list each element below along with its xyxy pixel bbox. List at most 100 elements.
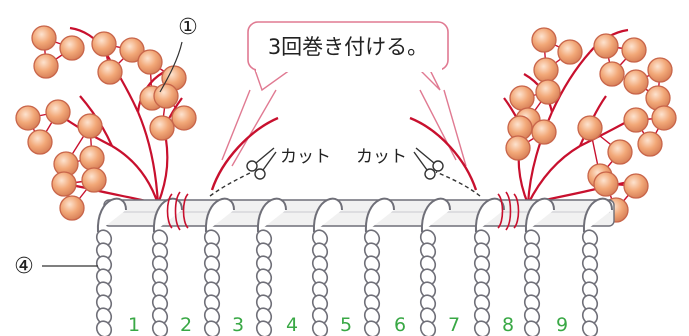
bead [557,39,583,65]
bead [15,105,41,131]
callout-text: 3回巻き付ける。 [268,35,428,59]
bead [505,135,531,161]
bead [77,113,103,139]
wraps-right [497,191,520,231]
cord-twist [581,320,599,336]
cord-number: 8 [502,314,514,336]
bead [531,119,557,145]
cord-twist [419,320,437,336]
cord-number: 7 [448,314,460,336]
bead-cluster [51,167,107,221]
bead [533,57,559,83]
scissors-icon [413,147,444,180]
bead [593,33,619,59]
cord-loop [96,197,127,233]
bead [577,115,603,141]
cord-loop [524,197,555,233]
cord-number: 4 [286,314,298,336]
bead-cluster [505,115,557,161]
cord-twist [95,320,113,336]
bead [531,27,557,53]
cord-twist [151,320,169,336]
cord [95,197,127,336]
cord-loop [256,197,287,233]
cord [311,197,343,336]
cord-loop [474,197,505,233]
bead [45,99,71,125]
bead [623,173,649,199]
bead [621,37,647,63]
cord-twist [523,320,541,336]
cord-number: 5 [340,314,352,336]
bead-cluster [149,83,197,141]
bead-clusters [15,25,677,223]
bead [171,105,197,131]
cut-threads [209,116,481,197]
marker-4: ④ [14,254,98,279]
wraps-left [166,191,189,231]
cord-number: 3 [232,314,244,336]
cord [363,197,395,336]
cord [203,197,235,336]
cord-numbers: 1 2 3 4 5 6 7 8 9 [128,314,568,336]
cord-number: 9 [556,314,568,336]
cord-loop [420,197,451,233]
bead [137,49,163,75]
marker-1-label: ① [178,15,198,40]
cord [151,197,183,336]
bead-cluster [623,57,673,111]
bead [149,115,175,141]
bead-cluster [623,105,677,157]
cord-number: 2 [180,314,192,336]
branch-stem [527,145,581,205]
cord-number: 1 [128,314,140,336]
branch-stem [111,145,160,205]
bead [623,107,649,133]
cord-twist [311,320,329,336]
cut-label-right: カット [356,147,407,167]
cords [95,197,613,336]
cord [581,197,613,336]
cord [419,197,451,336]
bead [119,37,145,63]
bead [535,79,561,105]
cord-twist [203,320,221,336]
bead [31,25,57,51]
bead-cluster [531,27,583,83]
bead [623,69,649,95]
bead [33,53,59,79]
cord-loop [204,197,235,233]
bead [153,83,179,109]
marker-1: ① [159,15,198,93]
branch-stem [136,111,160,205]
bead [647,57,673,83]
bead [97,59,123,85]
scissors-icon [246,147,277,180]
branch-stem [550,51,591,113]
cord-number: 6 [394,314,406,336]
bead [593,171,619,197]
bead [51,171,77,197]
bead-cluster [593,33,647,87]
cord-loop [364,197,395,233]
bead [79,145,105,171]
bead [81,167,107,193]
bead [607,139,633,165]
bead [59,195,85,221]
bead [91,31,117,57]
bead [509,85,535,111]
bead-cluster [15,99,71,155]
cord-loop [312,197,343,233]
cord [473,197,505,336]
cord-twist [473,320,491,336]
bead [59,35,85,61]
bead [651,105,677,131]
bead [27,129,53,155]
cord-twist [255,320,273,336]
cut-label-left: カット [280,147,331,167]
marker-4-label: ④ [14,254,34,279]
cord [523,197,555,336]
cord-loop [582,197,613,233]
bead-cluster [91,31,145,85]
